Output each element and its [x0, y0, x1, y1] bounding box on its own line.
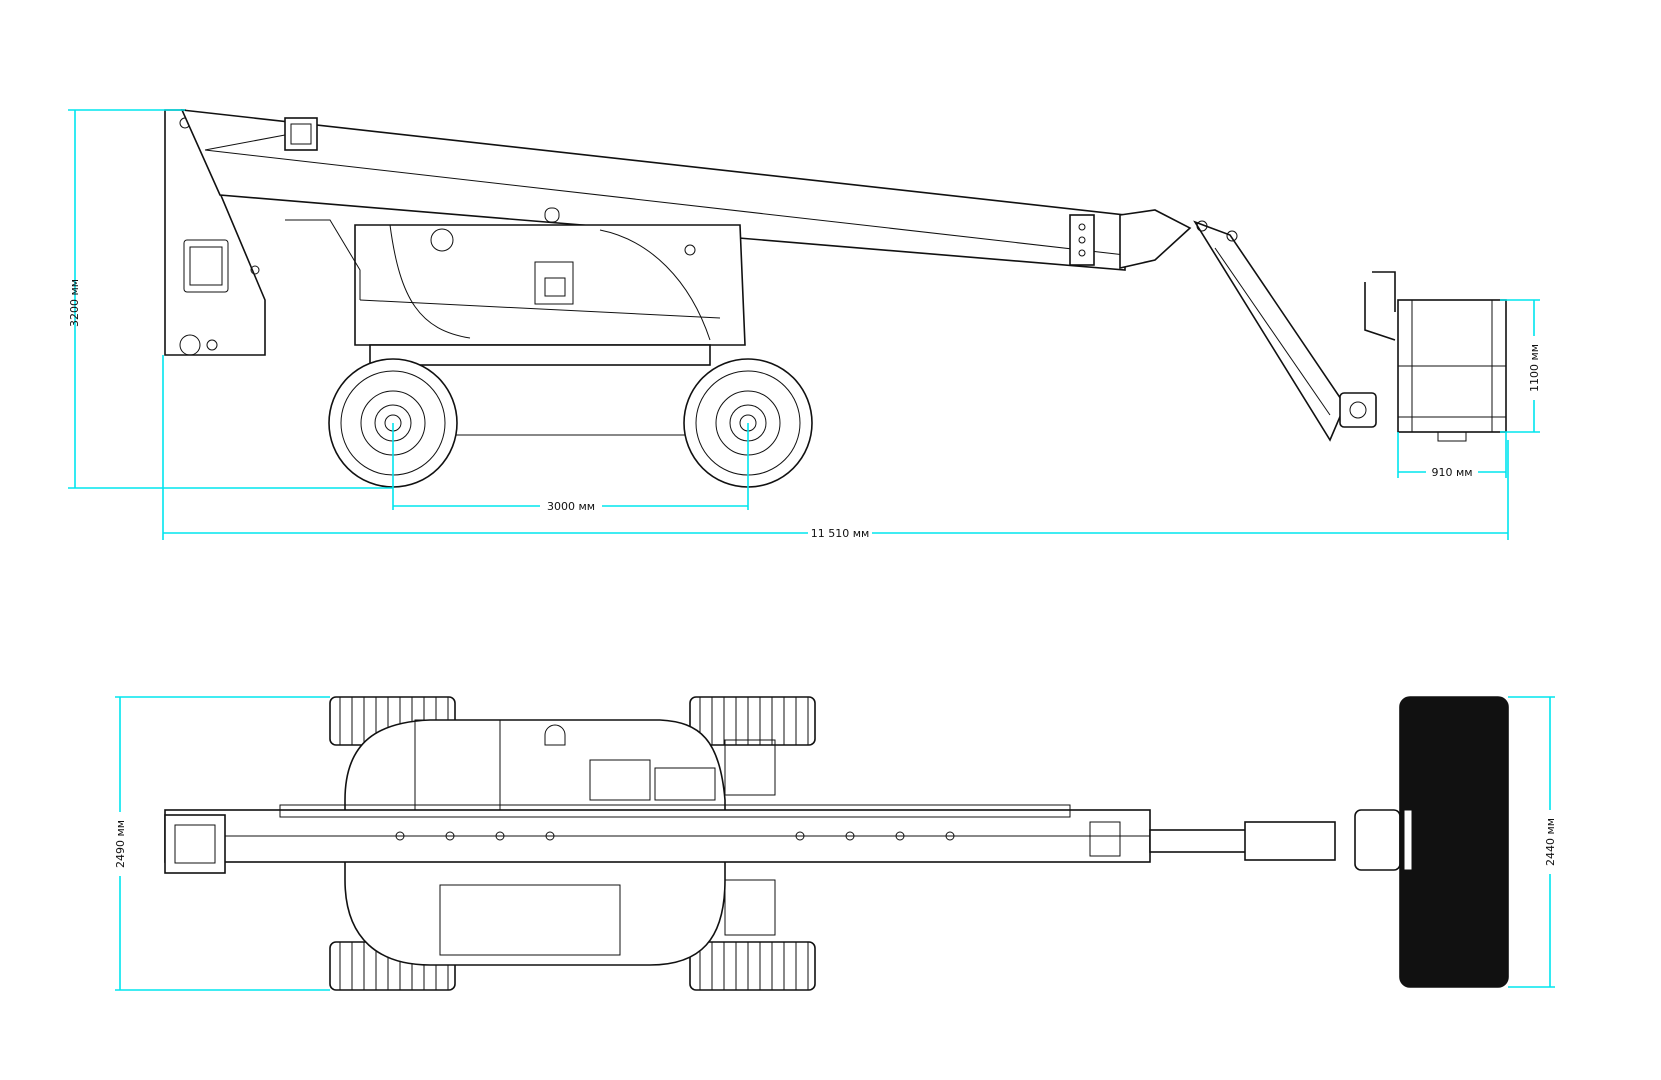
wheelbase-dimension: 3000 мм [392, 423, 749, 513]
overall-length-dimension: 11 510 мм [162, 355, 1509, 540]
basket-width-dimension: 910 мм [1397, 432, 1507, 479]
top-basket [1399, 696, 1509, 988]
basket-length-label: 2440 мм [1544, 818, 1557, 866]
basket-side [1364, 271, 1507, 442]
overall-length-label: 11 510 мм [811, 527, 870, 540]
wheelbase-label: 3000 мм [547, 500, 595, 513]
top-tires [329, 696, 816, 991]
overall-width-dimension: 2490 мм [114, 696, 330, 991]
jib-connector [1119, 209, 1192, 270]
side-view: 3200 мм 3000 мм 11 510 мм 1100 мм [68, 109, 1541, 540]
overall-width-label: 2490 мм [114, 820, 127, 868]
height-label: 3200 мм [68, 279, 81, 327]
basket-width-label: 910 мм [1431, 466, 1472, 479]
engine-cover [354, 224, 746, 346]
top-view: 2490 мм 2440 мм [114, 696, 1557, 991]
top-counterweight [164, 814, 226, 874]
top-rotator [1354, 809, 1401, 871]
basket-rotator [1339, 392, 1377, 428]
boom-joint-plate [1069, 214, 1095, 266]
basket-height-label: 1100 мм [1528, 344, 1541, 392]
jib-arm [1193, 220, 1346, 442]
chassis-frame [369, 344, 711, 366]
basket-length-dimension: 2440 мм [1508, 696, 1557, 988]
main-boom [180, 109, 1126, 271]
height-dimension: 3200 мм [68, 109, 393, 489]
boom-bracket [284, 117, 318, 151]
